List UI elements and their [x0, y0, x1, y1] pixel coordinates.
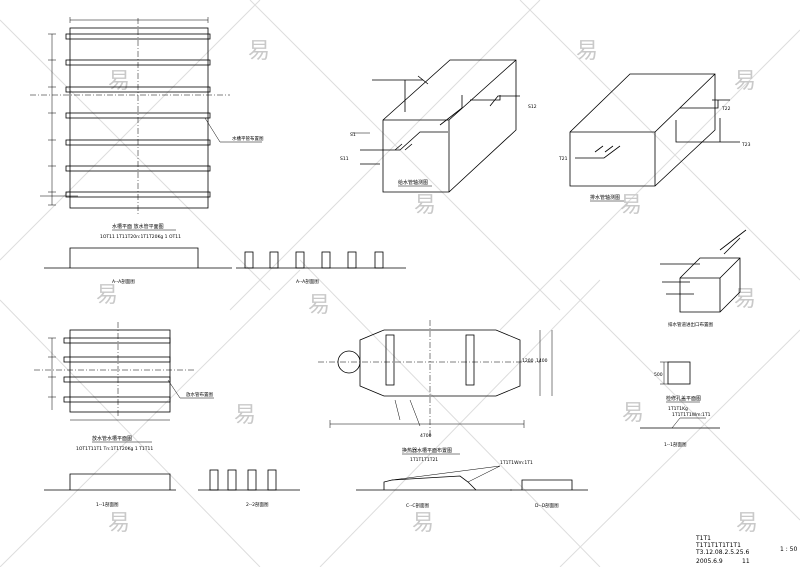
title-block: T1T1 T1T1T1T1T1T1 T3.12.08.2.5.25.6 2005… [695, 535, 797, 565]
detail-section-label: 1--1剖面图 [664, 441, 687, 448]
detail-note: 1T1T1Kg [668, 406, 688, 412]
plan-caption: 水槽平面 放水管平面图 [112, 223, 164, 230]
top-left-plan: 水槽平管布置图 水槽平面 放水管平面图 1OT11 1T11T20n:1T1T2… [30, 17, 406, 285]
watermark-glyph: 易 [620, 193, 642, 218]
cover-detail: 500 检修孔盖平面图 1T1T1Kg 1T1T1T1Wm:1T1 1--1剖面… [640, 361, 720, 448]
watermark-glyph: 易 [108, 511, 130, 536]
watermark-glyph: 易 [308, 293, 330, 318]
pipe-label-t22: T22 [721, 106, 731, 112]
watermark-glyph: 易 [414, 193, 436, 218]
iso-supply-caption: 给水管轴测图 [398, 179, 428, 186]
pipe-label-t21: T21 [558, 156, 568, 162]
watermark-glyph: 易 [734, 69, 756, 94]
height-dim-2: 1400 [536, 358, 548, 364]
plan-note: 1OT11 1T11T20n:1T1T20Kg 1 OT11 [100, 234, 181, 240]
title-line-2: T1T1T1T1T1T1 [695, 542, 741, 549]
detail-dim: 500 [654, 372, 663, 378]
watermark-glyph: 易 [234, 403, 256, 428]
title-line-3: T3.12.08.2.5.25.6 [695, 549, 749, 556]
pipe-label-s11: S11 [340, 156, 349, 162]
slope-note: 1T1T1Wm:1T1 [500, 460, 533, 466]
plan-caption: 放水管水槽平面图 [92, 435, 132, 442]
plan-outline [69, 329, 171, 413]
watermark-glyph: 易 [412, 511, 434, 536]
section-a-profile: A--A剖面图 [44, 247, 232, 285]
section-c-label: C--C剖面图 [406, 502, 430, 509]
plan-note: 1OT1T11T1 Tn:1T1T20Kg 1 T1T11 [76, 446, 153, 452]
section-d-label: D--D剖面图 [535, 502, 559, 509]
watermark-glyph: 易 [108, 69, 130, 94]
center-plan-caption: 换热器水槽平面布置图 [402, 447, 452, 454]
center-plan-note: 1T1T1T1T21 [410, 457, 438, 463]
iso-drain-caption: 排水管轴测图 [590, 194, 620, 201]
watermark-glyph: 易 [96, 283, 118, 308]
iso-view-small: 排水管道进出口布置图 [660, 229, 747, 328]
center-plan: 4700 1200 1400 换热器水槽平面布置图 1T1T1T1T21 1T1… [318, 320, 588, 509]
watermark-glyph: 易 [576, 39, 598, 64]
pipe-label-t23: T23 [741, 142, 751, 148]
section-1-label: 1--1剖面图 [96, 501, 119, 508]
section-a-label: A--A剖面图 [112, 278, 135, 285]
detail-caption: 检修孔盖平面图 [666, 395, 701, 402]
section-b-profile: A--A剖面图 [236, 251, 406, 285]
section-2-profile: 2--2剖面图 [198, 469, 300, 508]
watermark-glyph: 易 [248, 39, 270, 64]
iso-view-drain: T22 T21 T23 排水管轴测图 [558, 73, 751, 202]
section-d-profile: D--D剖面图 [510, 479, 588, 509]
watermark-glyph: 易 [734, 287, 756, 312]
title-line-4: 2005.6.9 [696, 558, 723, 565]
scale-label: 1 : 50 [780, 546, 797, 553]
height-dim-1: 1200 [522, 358, 534, 364]
page-number: 11 [742, 558, 750, 565]
section-2-label: 2--2剖面图 [246, 501, 269, 508]
section-c-profile: 1T1T1Wm:1T1 C--C剖面图 [356, 460, 533, 509]
iso-small-caption: 排水管道进出口布置图 [668, 321, 713, 328]
section-1-profile: 1--1剖面图 [44, 473, 176, 508]
pipe-label-s12: S12 [528, 104, 537, 110]
watermark-glyph: 易 [622, 401, 644, 426]
width-dim: 4700 [420, 433, 432, 439]
section-b-label: A--A剖面图 [296, 278, 319, 285]
plan-right-label: 水槽平管布置图 [232, 135, 264, 142]
bottom-left-plan: 放水管布置图 放水管水槽平面图 1OT1T11T1 Tn:1T1T20Kg 1 … [34, 322, 300, 508]
plan-right-label: 放水管布置图 [186, 391, 213, 398]
pipe-label-s1: S1 [350, 132, 356, 138]
iso-view-supply: S12 S1 S11 给水管轴测图 [340, 59, 537, 193]
detail-pipe-note: 1T1T1T1Wm:1T1 [672, 412, 711, 418]
watermark-glyph: 易 [736, 511, 758, 536]
title-line-1: T1T1 [695, 535, 711, 542]
